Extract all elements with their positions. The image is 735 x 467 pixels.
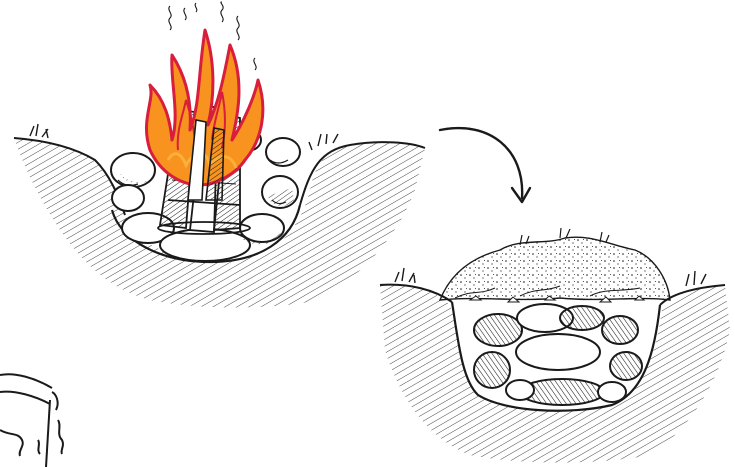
flames (146, 30, 262, 200)
burning-fire-pit-panel (14, 2, 425, 308)
buried-fire-pit-panel (380, 228, 730, 463)
curved-arrow-icon (440, 128, 530, 202)
pot-partial (0, 374, 63, 467)
ash-soil-cover (440, 228, 670, 302)
